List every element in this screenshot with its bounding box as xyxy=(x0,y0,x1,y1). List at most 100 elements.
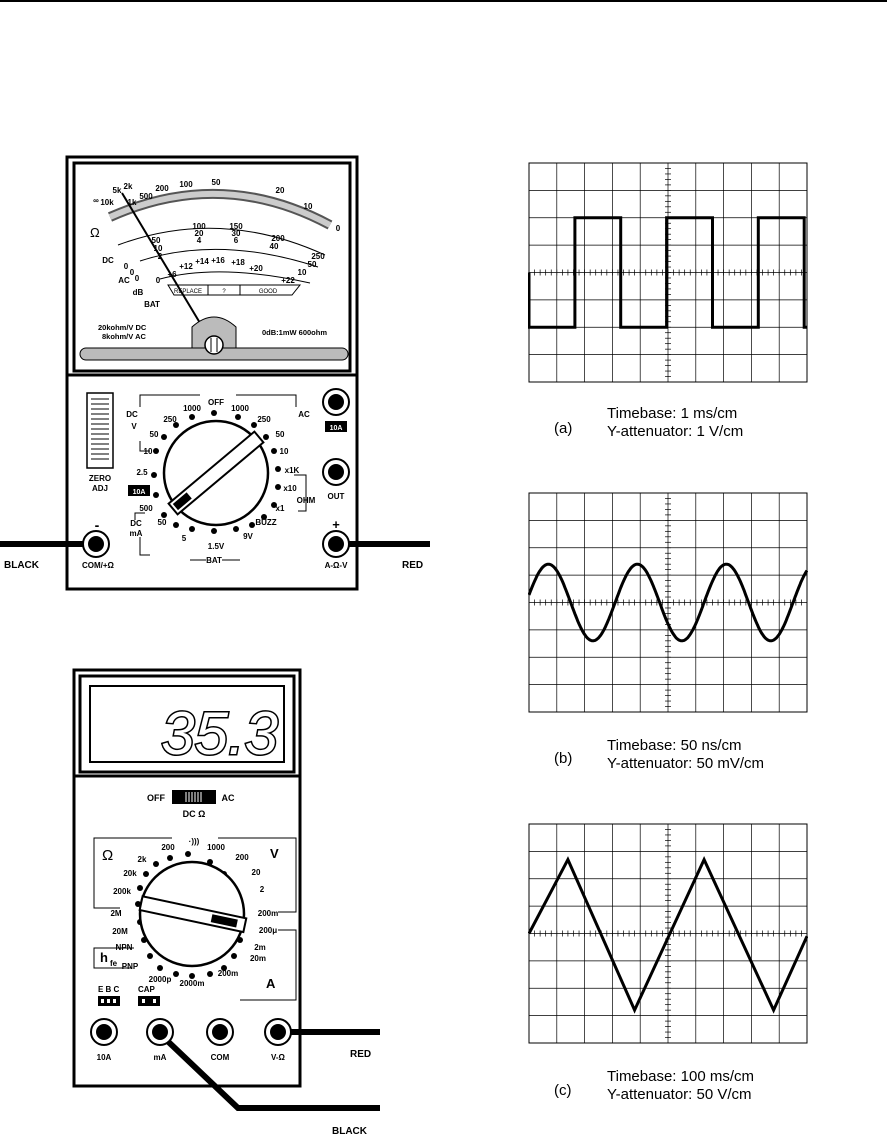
scope-c-caption: Timebase: 100 ms/cm Y-attenuator: 50 V/c… xyxy=(607,1068,754,1104)
svg-text:20: 20 xyxy=(276,186,285,195)
scope-a-attenuator: Y-attenuator: 1 V/cm xyxy=(607,423,744,440)
scope-b-attenuator: Y-attenuator: 50 mV/cm xyxy=(607,755,765,772)
svg-text:DC: DC xyxy=(126,410,138,419)
svg-text:RED: RED xyxy=(402,560,423,571)
page-top-rule xyxy=(0,0,887,2)
svg-text:50: 50 xyxy=(150,430,159,439)
svg-text:fe: fe xyxy=(110,959,118,968)
svg-text:BAT: BAT xyxy=(144,300,160,309)
svg-text:+16: +16 xyxy=(211,256,225,265)
svg-text:20k: 20k xyxy=(123,869,137,878)
svg-text:20m: 20m xyxy=(250,954,266,963)
svg-text:+18: +18 xyxy=(231,258,245,267)
svg-text:10A: 10A xyxy=(133,489,146,496)
svg-text:A-Ω-V: A-Ω-V xyxy=(325,561,349,570)
svg-text:9V: 9V xyxy=(243,532,253,541)
svg-text:x10: x10 xyxy=(283,484,297,493)
svg-text:250: 250 xyxy=(311,252,325,261)
analog-needle xyxy=(121,192,207,334)
svg-text:50: 50 xyxy=(152,236,161,245)
svg-text:200: 200 xyxy=(161,843,175,852)
scope-b-timebase: Timebase: 50 ns/cm xyxy=(607,737,742,754)
svg-text:1000: 1000 xyxy=(231,404,249,413)
svg-text:+: + xyxy=(332,517,340,532)
lcd-reading: 35.3 xyxy=(161,700,278,767)
svg-text:10k: 10k xyxy=(100,198,114,207)
scope-c-letter: (c) xyxy=(554,1082,572,1099)
waveform-sine xyxy=(528,562,808,643)
svg-text:250: 250 xyxy=(163,415,177,424)
svg-text:AC: AC xyxy=(222,793,235,803)
svg-text:0: 0 xyxy=(124,262,129,271)
svg-text:ZERO: ZERO xyxy=(89,474,111,483)
svg-text:10A: 10A xyxy=(97,1053,112,1062)
svg-text:mA: mA xyxy=(130,529,143,538)
svg-text:PNP: PNP xyxy=(122,962,139,971)
svg-text:100: 100 xyxy=(192,222,206,231)
svg-text:CAP: CAP xyxy=(138,985,156,994)
svg-text:20: 20 xyxy=(195,229,204,238)
svg-text:2m: 2m xyxy=(254,943,266,952)
svg-text:50: 50 xyxy=(212,178,221,187)
scope-b-caption: Timebase: 50 ns/cm Y-attenuator: 50 mV/c… xyxy=(607,737,764,773)
svg-text:50: 50 xyxy=(308,260,317,269)
svg-text:150: 150 xyxy=(229,222,243,231)
scope-c-timebase: Timebase: 100 ms/cm xyxy=(607,1068,754,1085)
svg-text:ADJ: ADJ xyxy=(92,484,108,493)
svg-text:2k: 2k xyxy=(138,855,147,864)
scope-b-letter: (b) xyxy=(554,750,573,767)
svg-text:100: 100 xyxy=(179,180,193,189)
svg-text:COM/+Ω: COM/+Ω xyxy=(82,561,115,570)
svg-text:x1: x1 xyxy=(276,504,285,513)
scope-c-attenuator: Y-attenuator: 50 V/cm xyxy=(607,1086,752,1103)
svg-text:V: V xyxy=(131,422,137,431)
svg-text:10: 10 xyxy=(298,268,307,277)
svg-text:20M: 20M xyxy=(112,927,128,936)
svg-text:Ω: Ω xyxy=(102,847,113,864)
scope-screen-c xyxy=(528,823,808,1044)
svg-text:200m: 200m xyxy=(218,969,238,978)
analog-multimeter: ∞ 10k 5k 2k 1k 500 200 100 50 20 10 0 50… xyxy=(0,155,430,591)
svg-text:2: 2 xyxy=(260,885,265,894)
svg-text:+20: +20 xyxy=(249,264,263,273)
svg-text:0dB:1mW 600ohm: 0dB:1mW 600ohm xyxy=(262,328,327,337)
svg-text:1.5V: 1.5V xyxy=(208,542,225,551)
dc-ac-switch[interactable] xyxy=(172,790,216,804)
svg-text:+6: +6 xyxy=(167,270,177,279)
svg-text:200m: 200m xyxy=(258,909,278,918)
svg-text:5k: 5k xyxy=(113,186,122,195)
cap-socket xyxy=(138,996,160,1006)
svg-text:8kohm/V AC: 8kohm/V AC xyxy=(102,332,146,341)
svg-text:50: 50 xyxy=(276,430,285,439)
svg-text:10: 10 xyxy=(304,202,313,211)
svg-text:0: 0 xyxy=(130,268,135,277)
svg-text:DC: DC xyxy=(102,256,114,265)
lcd-display xyxy=(89,685,285,763)
svg-text:30: 30 xyxy=(232,229,241,238)
svg-text:COM: COM xyxy=(211,1053,230,1062)
svg-text:+22: +22 xyxy=(281,276,295,285)
svg-text:10: 10 xyxy=(280,447,289,456)
svg-text:200μ: 200μ xyxy=(259,926,277,935)
svg-text:1k: 1k xyxy=(128,198,137,207)
svg-text:x1K: x1K xyxy=(285,466,300,475)
svg-text:6: 6 xyxy=(234,236,239,245)
svg-text:2.5: 2.5 xyxy=(136,468,148,477)
svg-text:0: 0 xyxy=(135,274,140,283)
svg-text:+12: +12 xyxy=(179,262,193,271)
svg-text:4: 4 xyxy=(197,236,202,245)
svg-text:200: 200 xyxy=(155,184,169,193)
svg-text:RED: RED xyxy=(350,1049,371,1060)
svg-text:-: - xyxy=(95,517,100,533)
scope-a-caption: Timebase: 1 ms/cm Y-attenuator: 1 V/cm xyxy=(607,405,743,441)
svg-text:2000p: 2000p xyxy=(149,975,172,984)
svg-text:2k: 2k xyxy=(124,182,133,191)
svg-text:40: 40 xyxy=(270,242,279,251)
scope-a-letter: (a) xyxy=(554,420,573,437)
svg-text:DC Ω: DC Ω xyxy=(183,809,206,819)
svg-text:BLACK: BLACK xyxy=(4,560,40,571)
svg-text:AC: AC xyxy=(118,276,130,285)
scope-screen-b xyxy=(528,492,808,713)
svg-text:V-Ω: V-Ω xyxy=(271,1053,286,1062)
svg-text:50: 50 xyxy=(158,518,167,527)
